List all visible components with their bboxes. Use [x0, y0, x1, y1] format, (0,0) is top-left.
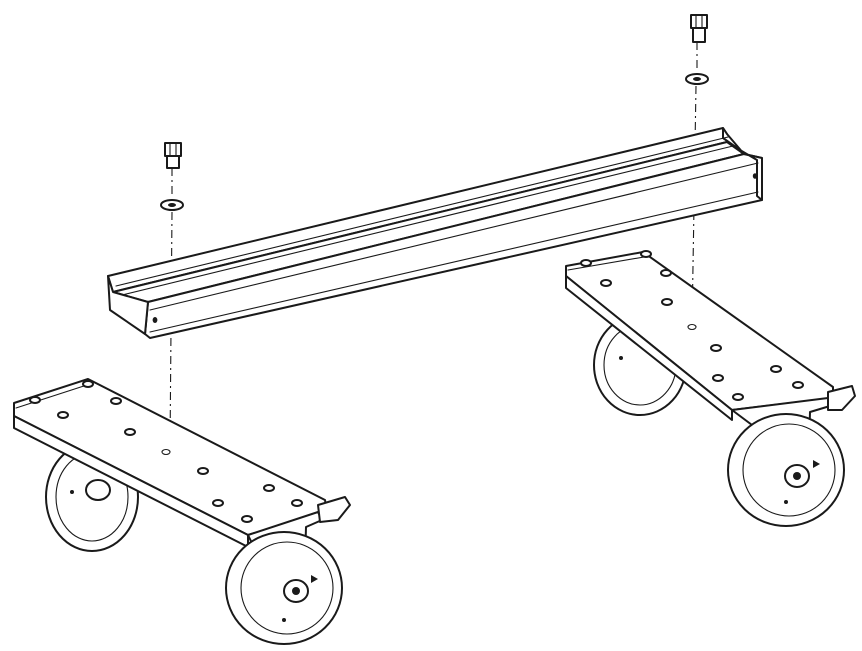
caster-wheel-left-front [225, 531, 343, 645]
washer-left [160, 199, 184, 211]
assembly-axis-left [169, 168, 173, 449]
caster-wheel-right-front [727, 413, 845, 527]
plate-bolt-heads-right [580, 250, 804, 401]
plate-bolt-heads-left [29, 380, 303, 523]
swivel-caster-plate-left [13, 378, 351, 645]
washer-right [685, 73, 709, 85]
hex-bolt-left [164, 142, 182, 169]
channel-rail [107, 127, 763, 339]
swivel-caster-plate-right [565, 250, 856, 527]
hex-bolt-right [690, 14, 708, 43]
